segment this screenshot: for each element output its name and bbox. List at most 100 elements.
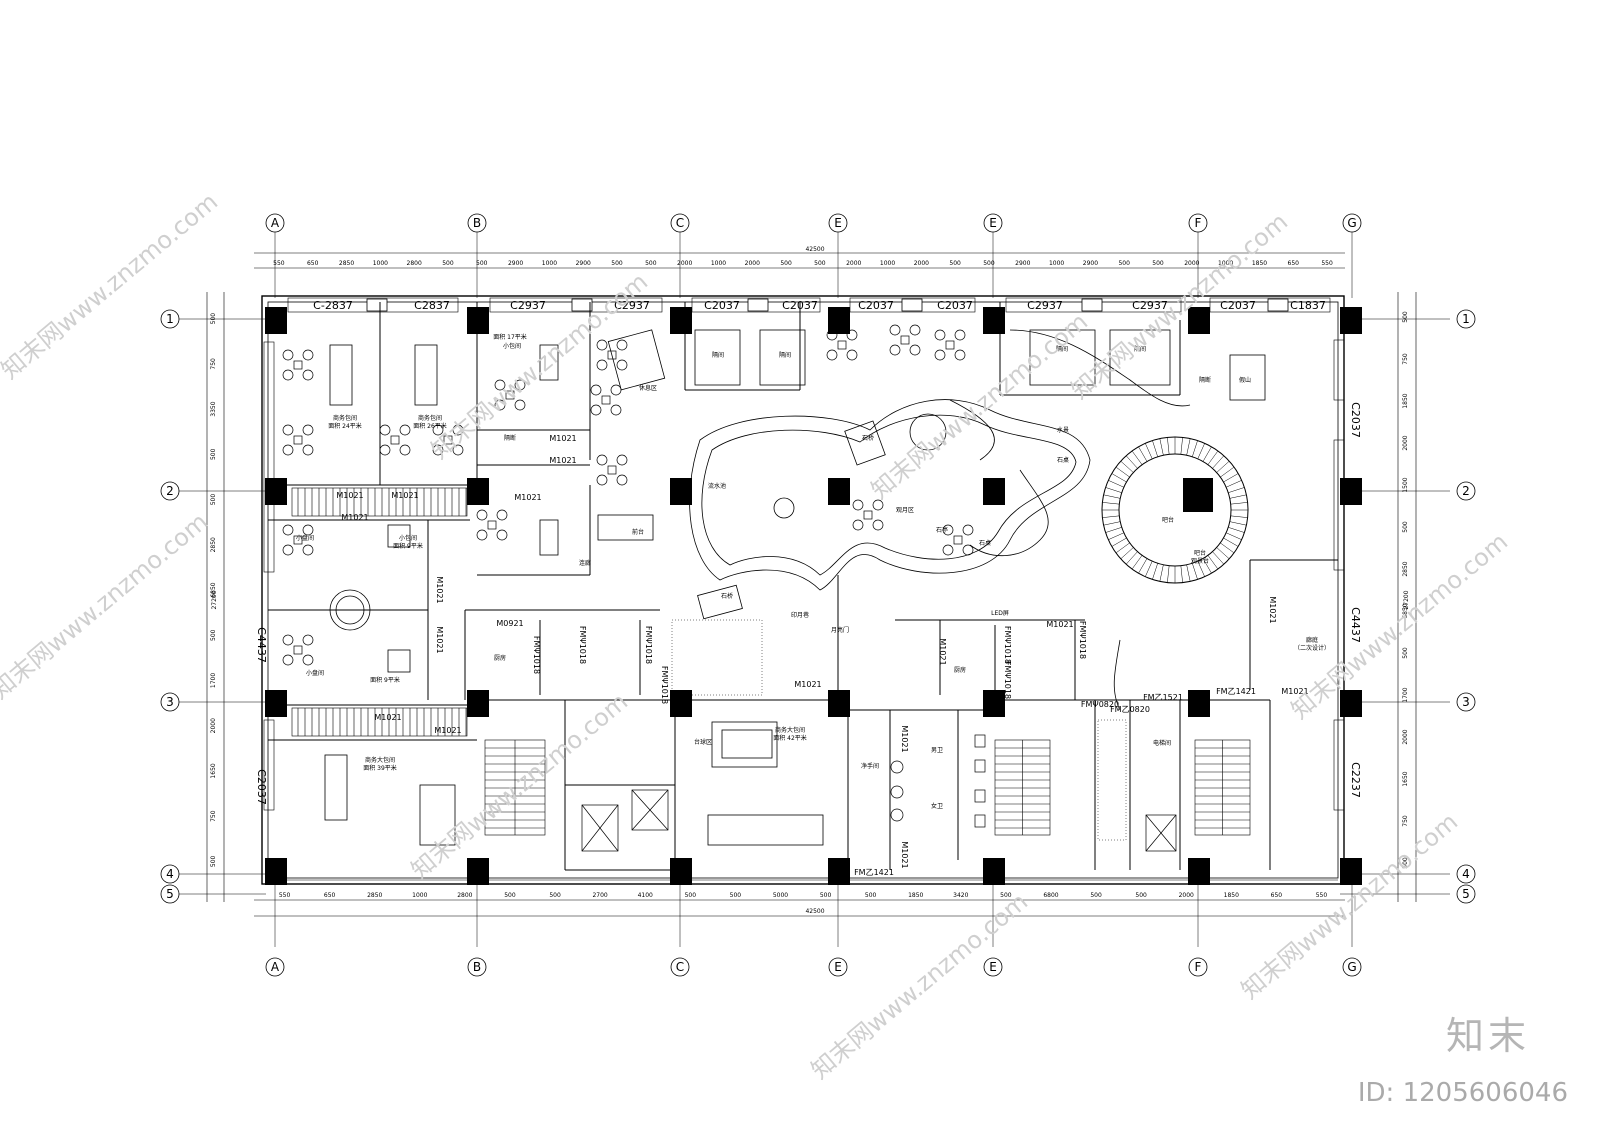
room-label: 流水池 <box>708 482 726 490</box>
chair-cluster <box>432 424 464 456</box>
door-label: M1021 <box>336 491 363 500</box>
bridge <box>697 420 886 620</box>
dimension-value: 500 <box>1152 260 1164 267</box>
dimension-value: 500 <box>814 260 826 267</box>
watermark-text: 知末网www.znzmo.com <box>426 268 653 465</box>
dimension-value: 2000 <box>1402 435 1409 450</box>
column <box>1188 858 1210 885</box>
rock-garden-fill <box>671 619 1127 841</box>
column <box>467 858 489 885</box>
room-label: 吧台 <box>1162 516 1174 524</box>
window-label: C2037 <box>1349 402 1362 438</box>
room-label: 隔断 <box>504 434 516 442</box>
room-label: 石桌 <box>979 539 991 547</box>
watermarks: 知末网www.znzmo.com 知末网www.znzmo.com 知末网www… <box>0 188 1513 1085</box>
window-label: C2037 <box>1220 299 1256 312</box>
room-label: 净手间 <box>861 762 879 770</box>
column <box>670 307 692 334</box>
dimension-value: 1000 <box>373 260 388 267</box>
dimension-value: 500 <box>611 260 623 267</box>
door-label: FMΨ1018 <box>1003 626 1012 664</box>
column <box>983 690 1005 717</box>
dimension-value: 750 <box>210 810 217 822</box>
door-label: FMΨ1018 <box>532 636 541 674</box>
column <box>265 858 287 885</box>
window-label: C2937 <box>1027 299 1063 312</box>
dimension-value: 1000 <box>412 892 427 899</box>
column <box>1340 690 1362 717</box>
dimension-value: 500 <box>210 448 217 460</box>
column <box>828 478 850 505</box>
watermark-text: 知末网www.znzmo.com <box>406 688 633 885</box>
dimension-value: 2900 <box>508 260 523 267</box>
grid-label-right: 1 <box>1462 312 1470 326</box>
room-label: 面积 24平米 <box>328 422 362 430</box>
dimension-value: 1850 <box>1402 393 1409 408</box>
room-label: 面积 17平米 <box>493 333 527 341</box>
dimension-value: 500 <box>780 260 792 267</box>
chair-cluster <box>596 339 628 371</box>
window-label: C2237 <box>1349 762 1362 798</box>
brand-logo: 知末 <box>1445 1014 1530 1058</box>
chair-cluster <box>590 384 622 416</box>
room-label: 前台 <box>632 528 644 536</box>
dimension-value: 3420 <box>953 892 968 899</box>
chair-cluster <box>282 349 314 381</box>
room-label: 廊庭 <box>1306 636 1318 644</box>
door-labels: M1021 M1021 M1021 M1021 M1021 M1021 M102… <box>336 434 1308 877</box>
dimension-value: 2000 <box>745 260 760 267</box>
room-label: 女卫 <box>931 802 943 810</box>
dimension-value: 2850 <box>339 260 354 267</box>
dimension-value: 500 <box>685 892 697 899</box>
dimension-value: 500 <box>476 260 488 267</box>
dimension-value: 1000 <box>1049 260 1064 267</box>
room-label: 吧台 <box>1194 549 1206 557</box>
chair-cluster <box>942 524 974 556</box>
room-labels: 商务包间 面积 24平米 商务包间 面积 26平米 面积 17平米 小包间 隔间… <box>296 333 1330 810</box>
door-label: M1021 <box>549 456 576 465</box>
grid-label-bottom: B <box>473 960 481 974</box>
grid-label-right: 3 <box>1462 695 1470 709</box>
dimension-value: 500 <box>730 892 742 899</box>
window-label: C2937 <box>1132 299 1168 312</box>
window-label: C2837 <box>414 299 450 312</box>
dimension-value: 2000 <box>210 718 217 733</box>
dimension-value: 550 <box>279 892 291 899</box>
planters <box>329 413 947 631</box>
room-label: 观月区 <box>896 507 914 514</box>
door-label: M1021 <box>1281 687 1308 696</box>
door-label: M1021 <box>514 493 541 502</box>
room-label: 厨房 <box>954 666 966 674</box>
dimension-labels-left: 5007503350500500285068505001700200016507… <box>210 313 217 867</box>
chair-cluster <box>282 424 314 456</box>
door-label: FMΨ1018 <box>578 626 587 664</box>
dimension-value: 650 <box>307 260 319 267</box>
dimension-value: 500 <box>442 260 454 267</box>
total-dimension-left: 27200 <box>211 590 218 609</box>
column <box>265 690 287 717</box>
hatched-strips <box>291 487 468 737</box>
column <box>467 690 489 717</box>
grid-label-left: 3 <box>166 695 174 709</box>
grid-label-top: A <box>271 216 280 230</box>
room-label: 隔间 <box>712 351 724 359</box>
chair-cluster <box>282 634 314 666</box>
room-label: 小盘间 <box>306 669 324 677</box>
room-label: 隔间 <box>1134 345 1146 353</box>
door-label: M1021 <box>794 680 821 689</box>
room-label: 商务包间 <box>333 414 357 422</box>
dimension-value: 2000 <box>1179 892 1194 899</box>
window-label: C2937 <box>614 299 650 312</box>
room-label: 电梯间 <box>1153 739 1171 747</box>
grid-label-left: 5 <box>166 887 174 901</box>
door-label: FM乙1421 <box>854 868 894 877</box>
elevators <box>581 789 1177 852</box>
chair-cluster <box>852 499 884 531</box>
door-label: M1021 <box>435 626 444 653</box>
dimension-value: 2850 <box>367 892 382 899</box>
dimension-value: 500 <box>210 313 217 325</box>
total-dimension-top: 42500 <box>805 246 824 253</box>
room-label: 休息区 <box>639 384 657 392</box>
room-label: 石亭 <box>936 526 948 534</box>
window-label: C4437 <box>1349 607 1362 643</box>
